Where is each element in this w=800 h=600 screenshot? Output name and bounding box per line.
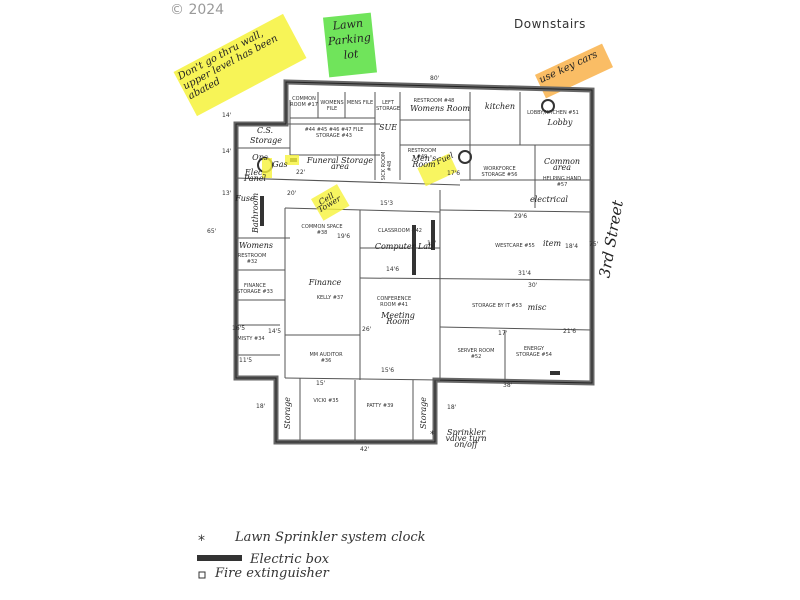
dim-31-4: 31'4 xyxy=(518,270,532,277)
room-vicki: VICKI #35 xyxy=(313,398,339,404)
copyright-label: © 2024 xyxy=(170,2,225,18)
room-gas: Gas xyxy=(272,160,288,169)
dim-29-6: 29'6 xyxy=(514,213,528,220)
legend-fire: Fire extinguisher xyxy=(215,566,329,581)
dim-17-6: 17'6 xyxy=(447,170,461,177)
room-westcare: WESTCARE #55 xyxy=(495,243,535,249)
dim-18-4: 18'4 xyxy=(565,243,579,250)
room-sue: SUE xyxy=(378,123,398,132)
dim-bottom: 42' xyxy=(360,446,370,453)
dim-17: 17' xyxy=(498,330,508,337)
room-sprinkler-note: Sprinkler valve turn on/off xyxy=(445,428,487,449)
dim-22: 22' xyxy=(296,169,306,176)
room-restroom-49: RESTROOM #49 xyxy=(407,148,437,160)
room-sick-room: SICK ROOM #48 xyxy=(381,151,393,181)
room-kelly: KELLY #37 xyxy=(316,295,344,301)
room-workforce: WORKFORCE STORAGE #56 xyxy=(481,166,518,178)
dim-left-18: 18' xyxy=(256,403,266,410)
room-classroom: CLASSROOM #42 xyxy=(378,228,422,234)
dim-cs-14: 14' xyxy=(222,148,232,155)
dim-14-5: 14'5 xyxy=(268,328,282,335)
room-file-storage: #44 #45 #46 #47 FILE STORAGE #43 xyxy=(304,127,364,139)
room-misty: MISTY #34 xyxy=(237,336,265,342)
room-restroom-48: RESTROOM #48 xyxy=(413,98,455,104)
room-item: item xyxy=(542,239,562,248)
room-misc: misc xyxy=(527,303,547,312)
room-lobby: LOBBY/KITCHEN #51 xyxy=(527,110,579,116)
dim-18: 18' xyxy=(447,404,457,411)
room-server: SERVER ROOM #52 xyxy=(457,348,495,360)
room-fuse: Fuse xyxy=(235,194,255,203)
room-finance: Finance xyxy=(308,278,342,287)
dim-top: 80' xyxy=(430,75,440,82)
dim-right-75: 75' xyxy=(589,241,599,248)
room-funeral: Funeral Storage area xyxy=(306,156,374,171)
room-ops: Ops xyxy=(252,153,268,162)
room-helping-hand: HELPING HAND #57 xyxy=(542,176,582,188)
room-elec: Elec. Panel xyxy=(243,168,267,183)
dim-20: 20' xyxy=(287,190,297,197)
room-lobby-hand: Lobby xyxy=(547,118,573,127)
room-common-room: COMMON ROOM #17 xyxy=(290,96,318,108)
dim-11-5: 11'5 xyxy=(239,357,253,364)
room-energy: ENERGY STORAGE #54 xyxy=(516,346,552,358)
room-common-area: Common area xyxy=(543,157,581,172)
dim-left-13: 13' xyxy=(222,190,232,197)
dim-left-65: 65' xyxy=(207,228,217,235)
room-storage-it: STORAGE BY IT #53 xyxy=(472,303,522,309)
room-conference: CONFERENCE ROOM #41 xyxy=(376,296,412,308)
room-meeting: Meeting Room xyxy=(381,311,415,326)
dim-15-3: 15'3 xyxy=(380,200,394,207)
room-womens-file: WOMENS FILE xyxy=(320,100,344,112)
dim-15: 15' xyxy=(316,380,326,387)
room-electrical: electrical xyxy=(530,195,568,204)
dim-15-6: 15'6 xyxy=(381,367,395,374)
room-cs: C.S. xyxy=(256,126,274,135)
room-common-space: COMMON SPACE #38 xyxy=(301,224,343,236)
room-storage-a: Storage xyxy=(283,397,292,429)
room-computer-lab: Computer Lab xyxy=(374,242,434,251)
room-kitchen: kitchen xyxy=(484,102,516,111)
room-womens: Womens xyxy=(238,241,274,250)
room-finance-storage: FINANCE STORAGE #33 xyxy=(237,283,273,295)
dim-19-6: 19'6 xyxy=(337,233,351,240)
room-mm-auditor: MM AUDITOR #36 xyxy=(309,352,343,364)
legend-sprinkler: Lawn Sprinkler system clock xyxy=(235,530,426,545)
room-restroom-32: RESTROOM #32 xyxy=(237,253,267,265)
dim-21-6: 21'6 xyxy=(563,328,577,335)
page-title: Downstairs xyxy=(514,17,586,31)
dim-right-bottom: 38' xyxy=(503,382,513,389)
dim-26: 26' xyxy=(362,326,372,333)
room-mens-room: Men's Room xyxy=(411,154,437,169)
dim-left-14: 14' xyxy=(222,112,232,119)
room-storage-b: Storage xyxy=(419,397,428,429)
room-patty: PATTY #39 xyxy=(366,403,394,409)
legend-electric: Electric box xyxy=(250,552,330,567)
room-womens-room: Womens Room xyxy=(410,104,470,113)
room-bathroom: Bathroom xyxy=(251,192,260,233)
room-storage-left: Storage xyxy=(250,136,282,145)
dim-14-6: 14'6 xyxy=(386,266,400,273)
svg-text:*: * xyxy=(198,533,205,549)
svg-text:*: * xyxy=(430,430,435,440)
room-left-storage: LEFT STORAGE xyxy=(376,100,400,112)
room-mens-file: MENS FILE xyxy=(346,100,374,106)
dim-16-5: 16'5 xyxy=(232,325,246,332)
dim-30: 30' xyxy=(528,282,538,289)
dim-18b: 18' xyxy=(427,240,437,247)
